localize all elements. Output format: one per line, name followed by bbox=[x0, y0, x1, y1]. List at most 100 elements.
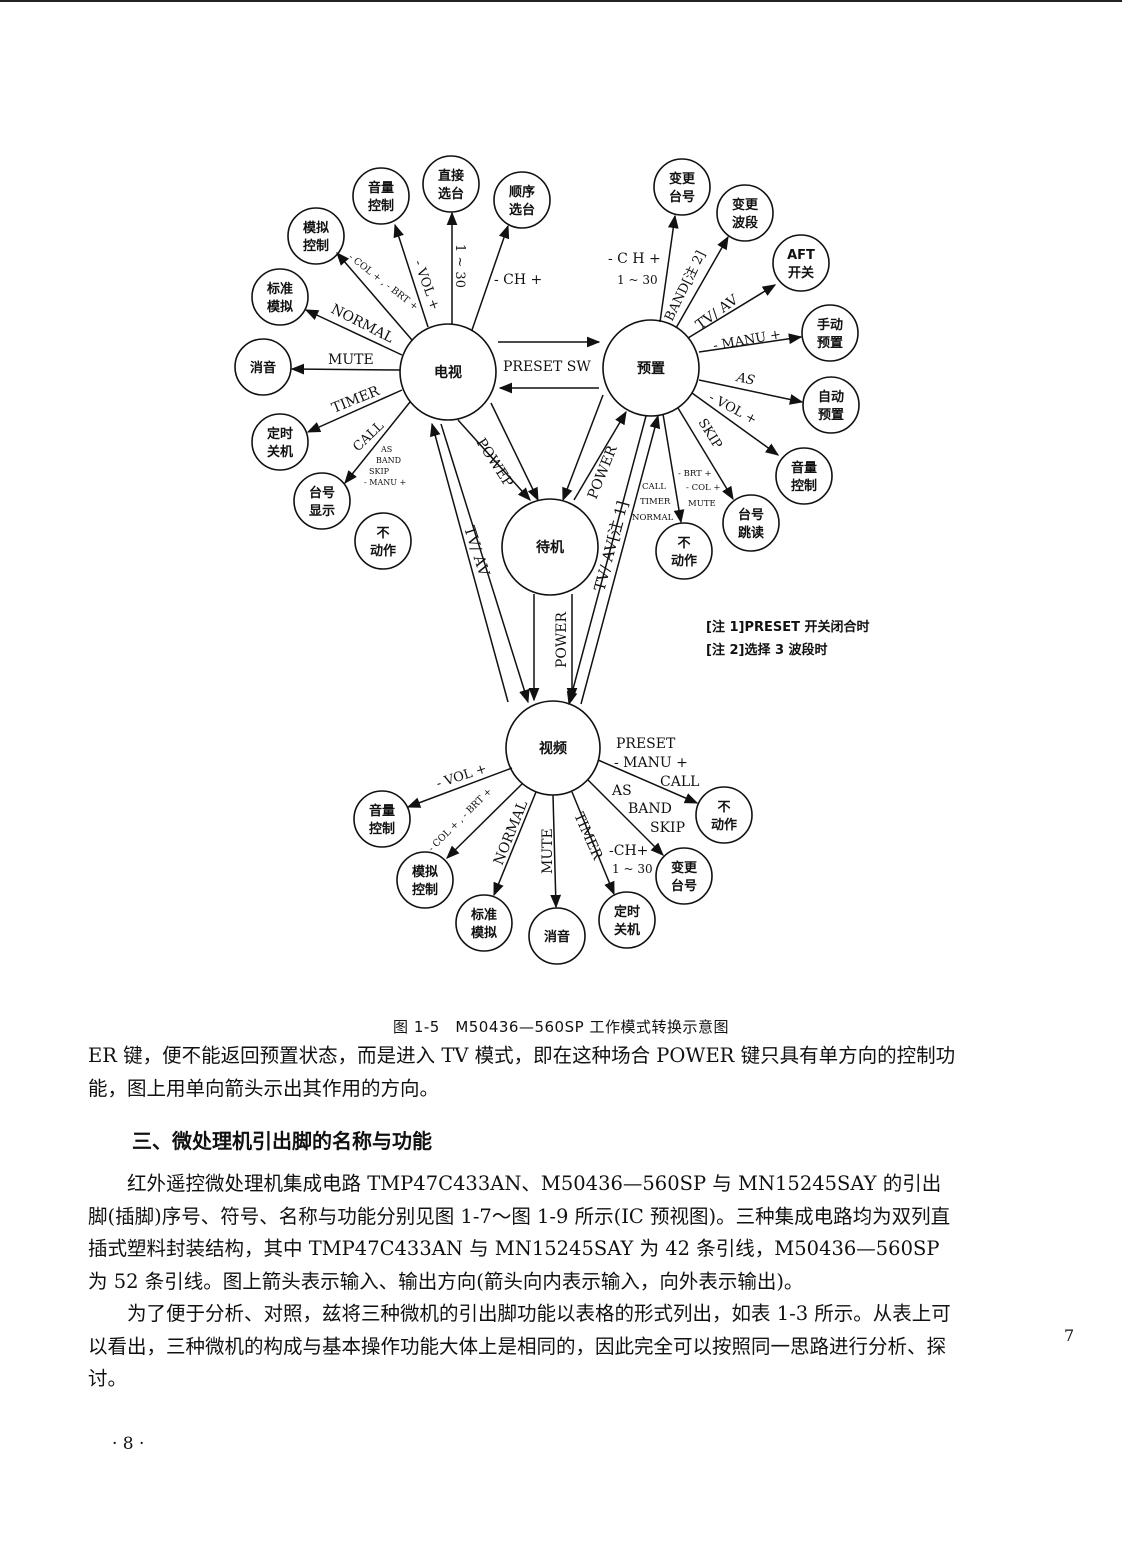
svg-text:控制: 控制 bbox=[412, 882, 438, 898]
label-pr-manu: - MANU + bbox=[712, 327, 782, 354]
label-tv-as: AS bbox=[380, 445, 392, 454]
video-noop-label: 不 bbox=[717, 800, 730, 815]
label-vd-manu: - MANU + bbox=[614, 755, 688, 771]
label-tv-1-30: 1 ~ 30 bbox=[452, 244, 467, 288]
label-tv-ch: - CH + bbox=[494, 272, 542, 288]
tv-timer-label: 定时 bbox=[266, 426, 293, 442]
label-pr-skip: SKIP bbox=[695, 416, 725, 452]
label-vd-preset: PRESET bbox=[616, 736, 676, 752]
tv-normal-label: 标准 bbox=[266, 281, 293, 297]
label-pr-1-30: 1 ~ 30 bbox=[617, 273, 658, 287]
video-volume-label: 音量 bbox=[369, 803, 395, 819]
preset-manual-label: 手动 bbox=[817, 317, 843, 333]
body-paragraph-continued: ER 键，便不能返回预置状态，而是进入 TV 模式，即在这种场合 POWER 键… bbox=[88, 1040, 958, 1105]
node-label-tv: 电视 bbox=[434, 364, 462, 381]
svg-text:模拟: 模拟 bbox=[267, 299, 293, 315]
label-pr-brt: - BRT + bbox=[678, 469, 712, 479]
node-label-standby: 待机 bbox=[536, 539, 564, 556]
margin-mark: 7 bbox=[1064, 1326, 1075, 1345]
tv-display-label: 台号 bbox=[309, 485, 335, 501]
paragraph-2: 红外遥控微处理机集成电路 TMP47C433AN、M50436—560SP 与 … bbox=[88, 1172, 951, 1293]
svg-text:控制: 控制 bbox=[369, 821, 395, 837]
video-analog-label: 模拟 bbox=[412, 864, 438, 880]
preset-noop-label: 不 bbox=[677, 536, 690, 551]
label-tv-normal: NORMAL bbox=[328, 301, 396, 346]
svg-text:动作: 动作 bbox=[370, 543, 396, 559]
node-label-video: 视频 bbox=[539, 740, 567, 757]
label-pr-col: - COL + bbox=[686, 483, 721, 493]
video-timer-label: 定时 bbox=[613, 904, 640, 920]
label-tv-timer: TIMER bbox=[330, 383, 383, 417]
preset-change-ch-label: 变更 bbox=[669, 171, 696, 187]
svg-text:动作: 动作 bbox=[711, 817, 737, 833]
preset-aft-label: AFT bbox=[787, 248, 815, 263]
svg-text:控制: 控制 bbox=[368, 198, 394, 214]
paragraph-3: 为了便于分析、对照，兹将三种微机的引出脚功能以表格的形式列出，如表 1-3 所示… bbox=[88, 1302, 951, 1390]
label-pr-as: AS bbox=[734, 370, 756, 389]
svg-text:控制: 控制 bbox=[303, 238, 329, 254]
svg-text:波段: 波段 bbox=[732, 215, 758, 231]
label-pr-normal: NORMAL bbox=[632, 513, 674, 523]
label-preset-sw: PRESET SW bbox=[503, 359, 591, 375]
tv-sequence-label: 顺序 bbox=[509, 184, 535, 200]
svg-text:台号: 台号 bbox=[671, 878, 697, 894]
label-vd-1-30: 1 ~ 30 bbox=[612, 862, 653, 876]
svg-text:模拟: 模拟 bbox=[471, 925, 497, 941]
tv-noop-label: 不 bbox=[376, 526, 389, 541]
page-number: · 8 · bbox=[112, 1434, 145, 1454]
svg-text:选台: 选台 bbox=[438, 186, 464, 202]
label-pr-tvav: TV/ AV bbox=[693, 291, 742, 333]
tv-mute-label: 消音 bbox=[250, 360, 276, 376]
node-standby bbox=[501, 498, 599, 596]
svg-text:动作: 动作 bbox=[671, 553, 697, 569]
figure-caption: 图 1-5 M50436—560SP 工作模式转换示意图 bbox=[393, 1018, 729, 1036]
svg-text:开关: 开关 bbox=[788, 265, 814, 281]
svg-text:显示: 显示 bbox=[309, 504, 335, 519]
label-tv-manu: - MANU + bbox=[364, 478, 406, 487]
label-vd-band: BAND bbox=[628, 801, 672, 817]
mode-transition-diagram: 电视 预置 待机 视频 音量 控制 直接 选台 顺序 选台 模拟 控制 标准 模… bbox=[234, 155, 870, 965]
tv-analog-label: 模拟 bbox=[303, 220, 329, 236]
video-mute-label: 消音 bbox=[544, 929, 570, 945]
video-change-ch-label: 变更 bbox=[671, 860, 698, 876]
label-power-tv: POWEP bbox=[473, 435, 516, 490]
label-pr-timer: TIMER bbox=[640, 497, 671, 507]
label-power-video: POWER bbox=[554, 611, 570, 668]
video-normal-label: 标准 bbox=[470, 907, 497, 923]
label-vd-as: AS bbox=[611, 783, 632, 799]
label-pr-mute: MUTE bbox=[688, 499, 716, 509]
label-tv-col-brt: - COL + , - BRT + bbox=[346, 252, 420, 313]
note-1: [注 1]PRESET 开关闭合时 bbox=[706, 619, 870, 635]
label-pr-call: CALL bbox=[642, 482, 666, 492]
label-vd-ch: -CH+ bbox=[609, 843, 648, 859]
label-tv-skip: SKIP bbox=[369, 467, 390, 476]
node-tv bbox=[399, 323, 497, 421]
preset-skip-label: 台号 bbox=[738, 507, 764, 523]
label-pr-ch: - C H + bbox=[608, 251, 661, 267]
svg-text:关机: 关机 bbox=[267, 444, 293, 460]
label-tv-mute: MUTE bbox=[328, 352, 374, 368]
node-label-preset: 预置 bbox=[637, 360, 665, 377]
section-heading: 三、微处理机引出脚的名称与功能 bbox=[132, 1129, 432, 1153]
preset-change-band-label: 变更 bbox=[732, 197, 759, 213]
svg-text:台号: 台号 bbox=[669, 189, 695, 205]
preset-auto-label: 自动 bbox=[818, 389, 844, 405]
label-tv-band: BAND bbox=[376, 456, 401, 465]
svg-text:预置: 预置 bbox=[818, 408, 844, 423]
svg-text:关机: 关机 bbox=[614, 922, 640, 938]
label-vd-timer: TIMER bbox=[570, 810, 605, 863]
svg-text:选台: 选台 bbox=[509, 202, 535, 218]
label-vd-mute: MUTE bbox=[540, 828, 556, 874]
label-vd-skip: SKIP bbox=[650, 820, 685, 836]
paragraph-1: ER 键，便不能返回预置状态，而是进入 TV 模式，即在这种场合 POWER 键… bbox=[88, 1044, 956, 1100]
svg-text:跳读: 跳读 bbox=[738, 525, 764, 541]
body-paragraphs: 红外遥控微处理机集成电路 TMP47C433AN、M50436—560SP 与 … bbox=[88, 1168, 958, 1396]
preset-volume-label: 音量 bbox=[791, 460, 817, 476]
label-tvav-right: TV/ AV[注 1] bbox=[590, 499, 631, 593]
tv-volume-label: 音量 bbox=[368, 180, 394, 196]
svg-text:预置: 预置 bbox=[817, 336, 843, 351]
label-vd-call: CALL bbox=[660, 774, 699, 790]
page-top-border bbox=[0, 0, 1122, 2]
tv-direct-label: 直接 bbox=[438, 168, 464, 184]
svg-text:控制: 控制 bbox=[791, 478, 817, 494]
